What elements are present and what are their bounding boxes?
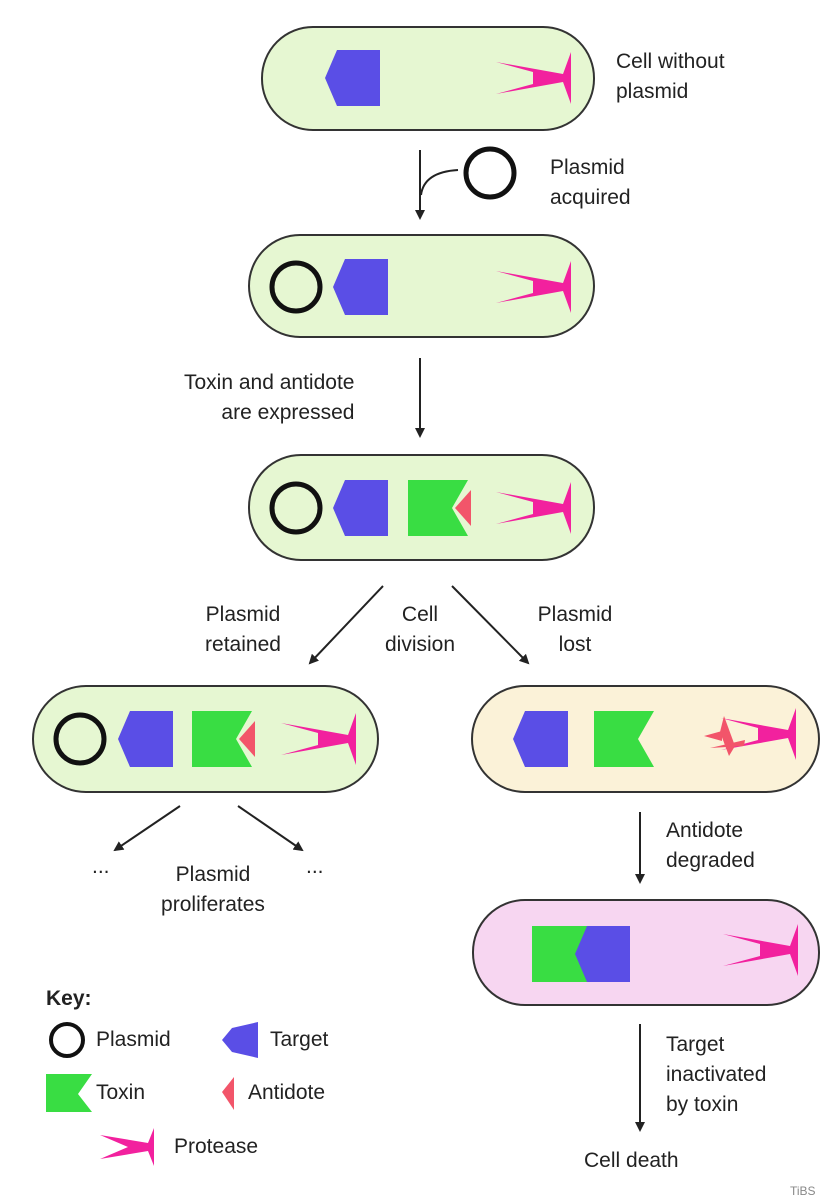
key-label-plasmid: Plasmid (96, 1028, 171, 1051)
key-label-toxin: Toxin (96, 1081, 146, 1104)
cell-plasmid-retained (32, 685, 379, 793)
cell-expressing (248, 454, 595, 561)
plasmid-icon (49, 1022, 85, 1058)
corner-mark: TiBS (790, 1184, 816, 1198)
target-icon (222, 1022, 258, 1058)
plasmid-icon (53, 712, 107, 766)
key-title: Key: (46, 987, 92, 1010)
label-target-inactivated: Target inactivated by toxin (666, 1033, 767, 1116)
plasmid-acquired-arrow (415, 146, 517, 220)
label-cell-division: Cell division (384, 603, 456, 656)
division-arrow-left (308, 585, 384, 665)
plasmid-icon (463, 146, 517, 200)
label-plasmid-acquired: Plasmid acquired (550, 156, 631, 209)
label-cell-without-plasmid: Cell without plasmid (616, 50, 725, 103)
antidote-icon (222, 1077, 234, 1110)
division-arrow-right (451, 585, 530, 665)
label-plasmid-retained: Plasmid retained (205, 603, 281, 656)
proliferate-arrow-right (237, 805, 304, 852)
cell-plasmid-lost (471, 685, 820, 793)
label-antidote-degraded: Antidote degraded (666, 819, 755, 872)
degraded-antidote-icon (704, 716, 745, 756)
plasmid-icon (269, 260, 323, 314)
key-label-protease: Protease (174, 1135, 259, 1158)
ellipsis-left: ... (92, 855, 110, 878)
label-plasmid-proliferates: Plasmid proliferates (161, 863, 265, 916)
cell-target-inactivated (472, 899, 820, 1006)
cell-with-plasmid (248, 234, 595, 338)
toxin-icon (46, 1074, 92, 1112)
label-cell-death: Cell death (584, 1149, 679, 1172)
label-plasmid-lost: Plasmid lost (537, 603, 613, 656)
key-label-target: Target (270, 1028, 329, 1051)
plasmid-icon (269, 481, 323, 535)
proliferate-arrow-left (113, 805, 181, 852)
protease-icon (100, 1128, 154, 1166)
key-label-antidote: Antidote (248, 1081, 326, 1104)
cell-without-plasmid (261, 26, 595, 131)
label-expressed: Toxin and antidote are expressed (184, 371, 355, 424)
ellipsis-right: ... (306, 855, 324, 878)
key-icons (46, 1022, 258, 1166)
